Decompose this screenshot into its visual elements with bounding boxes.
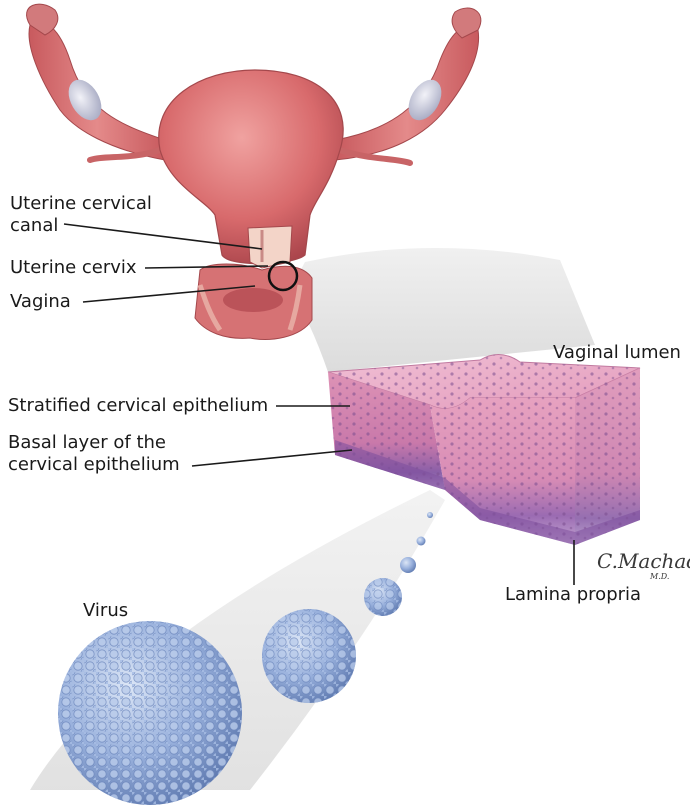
- label-cervical-canal-line1: Uterine cervical: [10, 193, 152, 215]
- virus-particle-main-texture: [58, 621, 242, 805]
- leader-basal: [192, 450, 352, 466]
- label-uterine-cervix: Uterine cervix: [10, 257, 137, 279]
- vaginal-opening: [223, 288, 283, 312]
- cervical-tissue-block: [328, 354, 640, 545]
- label-cervical-canal-line2: canal: [10, 215, 152, 237]
- virus-particle-tiny-2: [417, 537, 426, 546]
- virus-particle-medium-texture: [364, 578, 402, 616]
- zoom-funnel-upper: [290, 248, 595, 372]
- label-basal-line2: cervical epithelium: [8, 454, 180, 476]
- label-vaginal-lumen: Vaginal lumen: [553, 342, 681, 364]
- label-uterine-cervical-canal: Uterine cervical canal: [10, 193, 152, 237]
- label-stratified-epithelium: Stratified cervical epithelium: [8, 395, 268, 417]
- virus-particle-small: [400, 557, 416, 573]
- right-fallopian-tube: [335, 27, 479, 160]
- label-basal-line1: Basal layer of the: [8, 432, 180, 454]
- label-virus: Virus: [83, 600, 128, 622]
- left-fallopian-tube: [29, 22, 165, 160]
- virus-particle-large-texture: [262, 609, 356, 703]
- label-vagina: Vagina: [10, 291, 71, 313]
- artist-credential: M.D.: [650, 572, 669, 581]
- artist-signature: C.Machado: [597, 549, 690, 573]
- left-ligament: [90, 150, 160, 160]
- label-lamina-propria: Lamina propria: [505, 584, 641, 606]
- virus-particle-tiny-1: [427, 512, 433, 518]
- label-basal-layer: Basal layer of the cervical epithelium: [8, 432, 180, 476]
